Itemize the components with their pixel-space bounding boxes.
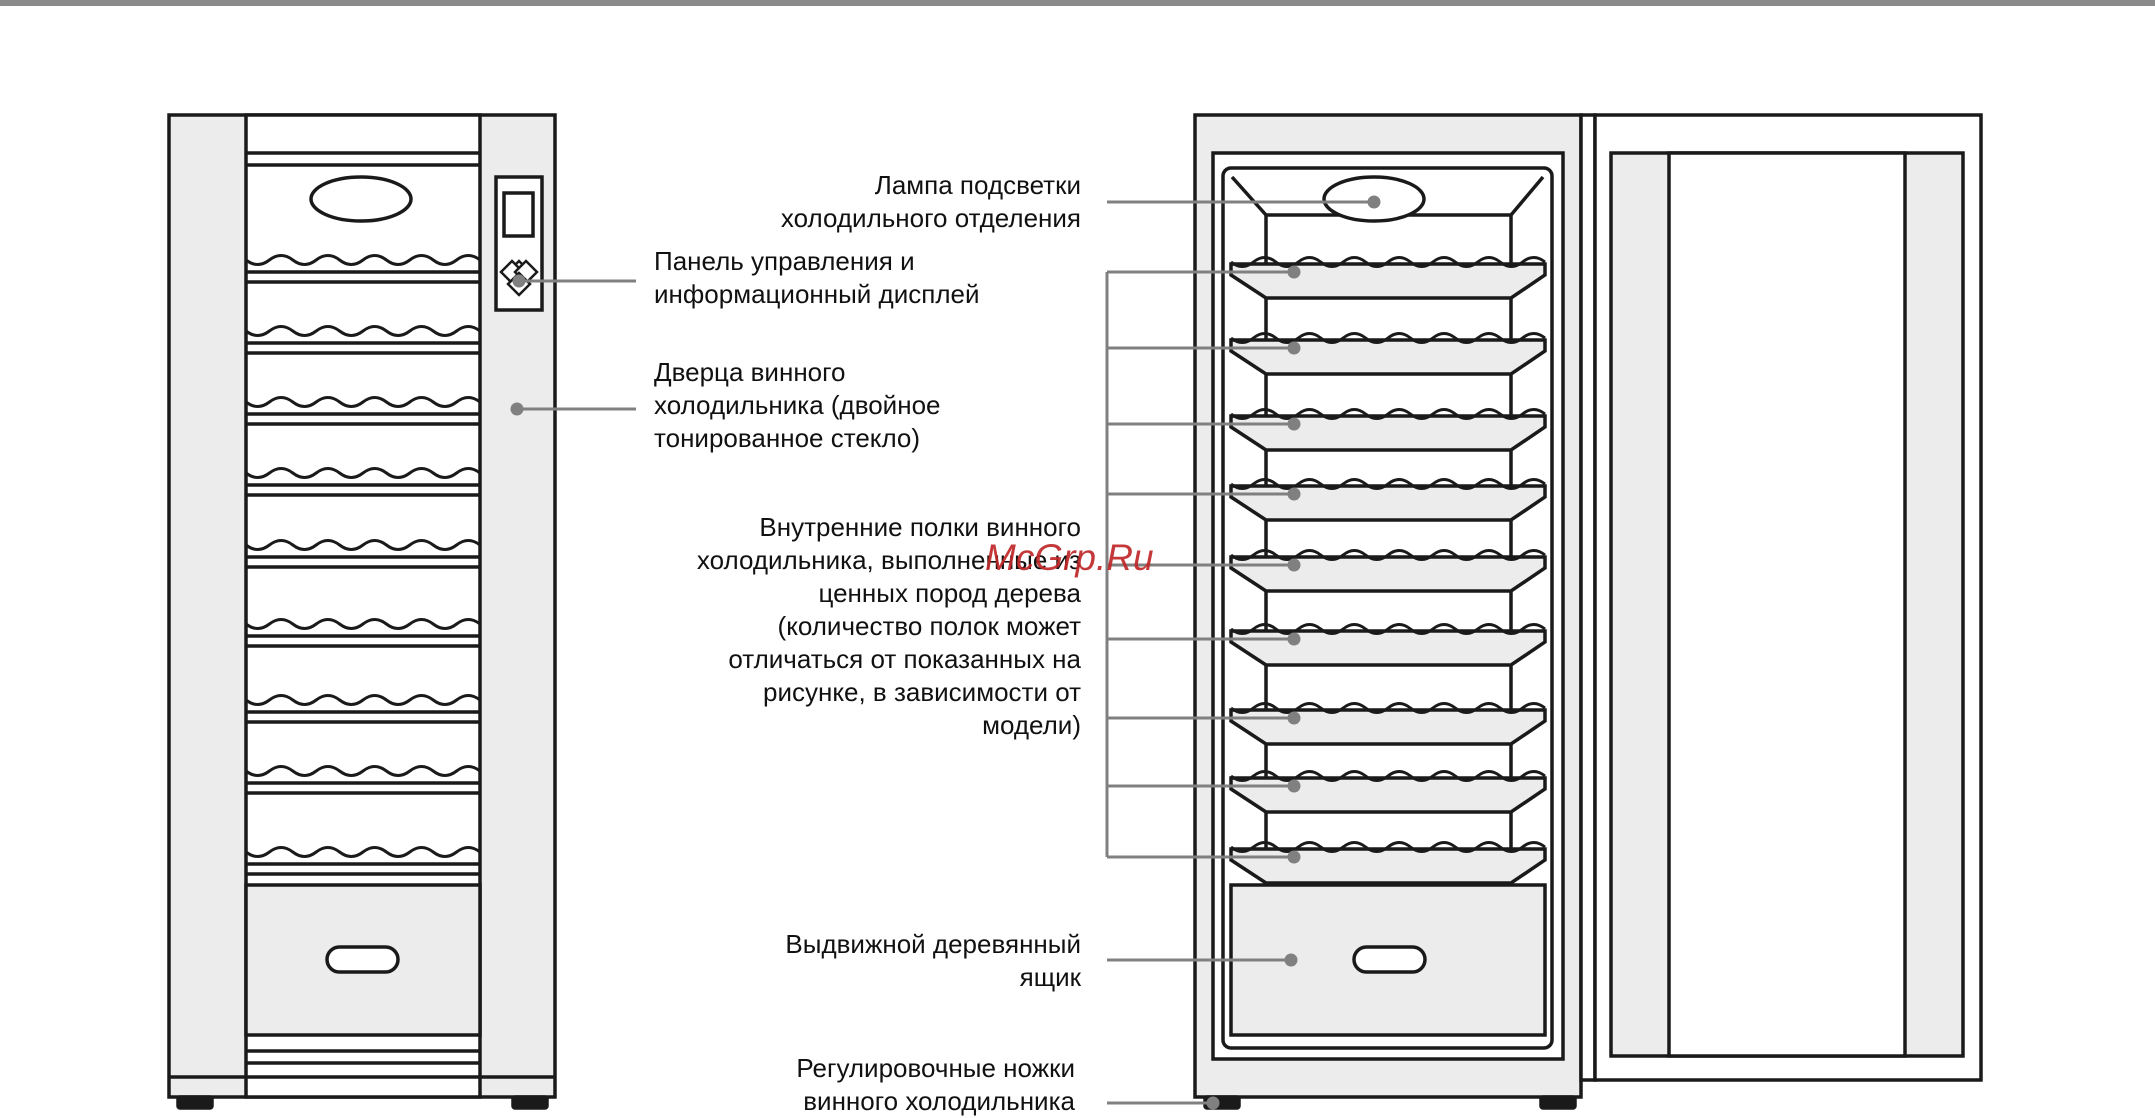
shelf: [1229, 549, 1547, 593]
label-feet: Регулировочные ножки винного холодильник…: [796, 1053, 1075, 1116]
shelf: [245, 694, 481, 724]
fridge-open: [1193, 113, 1983, 1110]
watermark: McGrp.Ru: [985, 537, 1154, 578]
shelf: [1229, 408, 1547, 452]
drawer-handle-icon: [1352, 945, 1427, 974]
shelf: [245, 618, 481, 648]
label-lamp: Лампа подсветки холодильного отделения: [780, 170, 1081, 233]
shelf: [245, 765, 481, 795]
leader-lines: [517, 200, 1374, 1105]
shelf: [245, 325, 481, 355]
shelf: [245, 539, 481, 569]
shelf: [245, 467, 481, 497]
fridge-front-closed: [167, 113, 557, 1110]
leader-dots: [510, 195, 1381, 1110]
lamp-icon: [309, 175, 413, 223]
shelf: [245, 846, 481, 876]
label-shelves: Внутренние полки винного холодильника, в…: [696, 512, 1081, 740]
label-door: Дверца винного холодильника (двойное тон…: [654, 357, 941, 453]
drawer-handle-icon: [325, 945, 400, 974]
label-drawer: Выдвижной деревянный ящик: [785, 929, 1081, 992]
shelf: [1229, 256, 1547, 300]
display-screen: [502, 191, 535, 238]
top-border: [0, 0, 2155, 6]
shelf: [1229, 770, 1547, 814]
shelf: [245, 396, 481, 426]
shelf: [1229, 332, 1547, 376]
shelf: [1229, 702, 1547, 746]
shelf: [1229, 841, 1547, 885]
shelf: [1229, 478, 1547, 522]
shelf: [245, 254, 481, 284]
shelf: [1229, 623, 1547, 667]
label-control-panel: Панель управления и информационный диспл…: [654, 246, 980, 309]
